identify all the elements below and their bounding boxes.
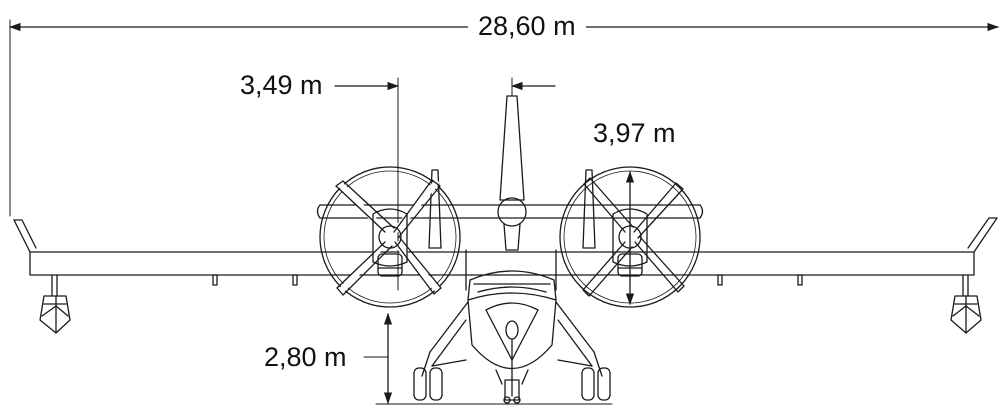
fuselage <box>421 249 603 404</box>
ground-clearance-dimension-line <box>363 312 613 405</box>
nose-gear <box>495 369 529 385</box>
engine-offset-label: 3,49 m <box>240 70 329 100</box>
left-main-wheel <box>413 367 443 401</box>
ground-clearance-label: 2,80 m <box>264 342 351 372</box>
vertical-tail <box>497 95 527 251</box>
right-main-wheel <box>581 367 611 401</box>
left-propeller <box>319 166 461 308</box>
right-engine-nacelle <box>612 208 648 277</box>
wingspan-dimension-line <box>8 19 1000 217</box>
engine-offset-dimension-line <box>334 77 556 291</box>
wing <box>13 204 998 286</box>
right-propeller <box>559 166 701 308</box>
right-wingtip-float <box>950 274 982 334</box>
stabilizer-struts <box>428 169 596 249</box>
wingspan-label: 28,60 m <box>468 11 586 41</box>
left-wingtip-float <box>39 274 71 334</box>
propeller-diameter-label: 3,97 m <box>593 118 676 148</box>
left-engine-nacelle <box>372 208 408 277</box>
